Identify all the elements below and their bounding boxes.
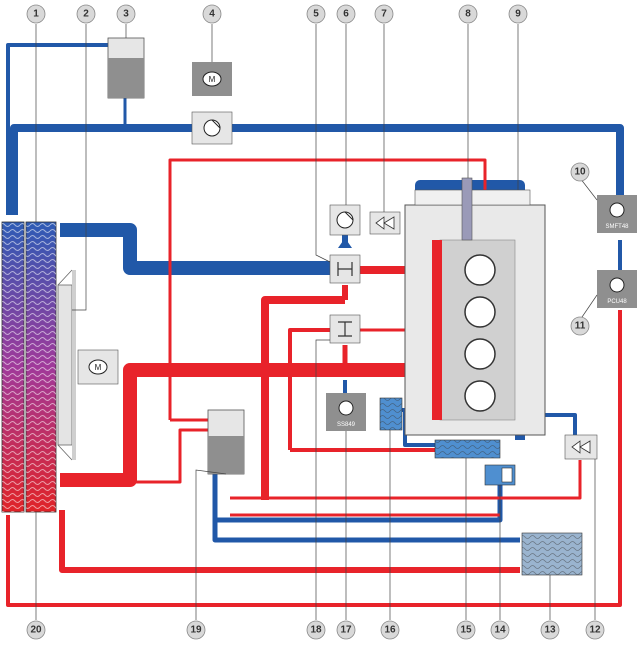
hot-line-main-return xyxy=(60,363,430,487)
electric-pump: M xyxy=(192,62,232,96)
oil-cooler xyxy=(379,397,403,431)
callout-20: 20 xyxy=(26,620,46,640)
svg-text:3: 3 xyxy=(123,9,129,20)
callout-10: 10 xyxy=(570,162,590,182)
mechanical-pump xyxy=(191,111,233,145)
callout-leaders xyxy=(35,24,598,620)
callout-11: 11 xyxy=(570,316,590,336)
callout-8: 8 xyxy=(458,4,478,24)
motor-icon: M xyxy=(209,75,216,84)
callout-3: 3 xyxy=(116,4,136,24)
heat-exchanger xyxy=(434,439,501,459)
callout-17: 17 xyxy=(336,620,356,640)
cold-line-radiator-out xyxy=(60,223,330,275)
engine-cylinder-icon xyxy=(464,254,496,286)
valve-icon xyxy=(375,216,395,230)
sensor-icon xyxy=(609,277,625,293)
cold-line-main-top xyxy=(10,124,624,215)
callout-16: 16 xyxy=(380,620,400,640)
svg-text:4: 4 xyxy=(209,9,215,20)
hot-line-hx xyxy=(60,428,210,484)
svg-text:10: 10 xyxy=(574,167,586,178)
pump-icon xyxy=(336,211,354,229)
map-thermostat xyxy=(329,254,361,284)
callouts-right: 10 11 xyxy=(570,162,590,336)
radiator-main xyxy=(1,221,25,513)
svg-text:17: 17 xyxy=(340,625,352,636)
fan-shroud xyxy=(57,269,76,461)
hot-line-bottom-long xyxy=(59,510,520,573)
svg-text:SMFT48: SMFT48 xyxy=(605,224,629,230)
callout-12: 12 xyxy=(585,620,605,640)
svg-text:20: 20 xyxy=(30,625,42,636)
valve-top xyxy=(369,211,401,235)
callout-9: 9 xyxy=(508,4,528,24)
callout-1: 1 xyxy=(26,4,46,24)
radiator-second xyxy=(25,221,57,513)
cold-line-low-loop-1 xyxy=(212,470,503,523)
heater-core xyxy=(521,532,583,576)
coolant-reservoir xyxy=(207,409,245,475)
hot-line-outer-loop xyxy=(6,310,622,607)
valve-icon xyxy=(501,467,513,483)
sensor-icon xyxy=(338,400,354,416)
svg-text:9: 9 xyxy=(515,9,521,20)
valve-icon xyxy=(571,440,591,454)
svg-text:11: 11 xyxy=(575,321,586,332)
callout-2: 2 xyxy=(76,4,96,24)
fan-motor: M xyxy=(77,349,119,385)
sensor-ss849: SS849 xyxy=(326,393,366,431)
pump-icon xyxy=(203,119,221,137)
engine-cylinder-icon xyxy=(464,296,496,328)
callout-4: 4 xyxy=(202,4,222,24)
callouts-top: 1 2 3 4 5 6 7 8 9 xyxy=(26,4,528,24)
svg-text:13: 13 xyxy=(544,625,556,636)
callout-13: 13 xyxy=(540,620,560,640)
callout-15: 15 xyxy=(456,620,476,640)
svg-text:19: 19 xyxy=(190,625,202,636)
engine-block xyxy=(404,177,546,436)
thermostat-rod xyxy=(461,177,473,241)
engine-cylinder-icon xyxy=(464,338,496,370)
svg-text:16: 16 xyxy=(384,625,396,636)
svg-text:15: 15 xyxy=(460,625,472,636)
hot-line-bottom-1 xyxy=(230,460,582,500)
callout-19: 19 xyxy=(186,620,206,640)
sensor-smft48: SMFT48 xyxy=(597,195,637,233)
svg-text:SS849: SS849 xyxy=(337,422,356,428)
svg-text:1: 1 xyxy=(33,9,39,20)
thermostat xyxy=(329,314,361,344)
callout-6: 6 xyxy=(336,4,356,24)
callout-14: 14 xyxy=(490,620,510,640)
svg-text:14: 14 xyxy=(494,625,506,636)
callout-18: 18 xyxy=(306,620,326,640)
svg-text:8: 8 xyxy=(465,9,471,20)
svg-text:7: 7 xyxy=(381,9,387,20)
motor-icon: M xyxy=(95,363,102,372)
engine-cylinder-icon xyxy=(464,380,496,412)
hot-line-mid-loop-2 xyxy=(288,328,330,450)
svg-text:6: 6 xyxy=(343,9,349,20)
svg-text:5: 5 xyxy=(313,9,319,20)
sensor-pcu48: PCU48 xyxy=(597,270,637,308)
svg-text:PCU48: PCU48 xyxy=(607,299,627,305)
expansion-tank xyxy=(107,37,145,99)
cold-line-low-loop-2 xyxy=(212,520,520,543)
callout-5: 5 xyxy=(306,4,326,24)
sensor-icon xyxy=(609,202,625,218)
callout-7: 7 xyxy=(374,4,394,24)
valve-side xyxy=(564,434,598,460)
svg-text:18: 18 xyxy=(310,625,322,636)
check-valve xyxy=(484,464,516,486)
water-pump xyxy=(329,204,361,248)
hot-line-mid-loop xyxy=(261,296,345,500)
svg-text:2: 2 xyxy=(83,9,89,20)
svg-text:12: 12 xyxy=(589,625,601,636)
callouts-bottom: 20 19 18 17 16 15 14 13 12 xyxy=(26,620,605,640)
